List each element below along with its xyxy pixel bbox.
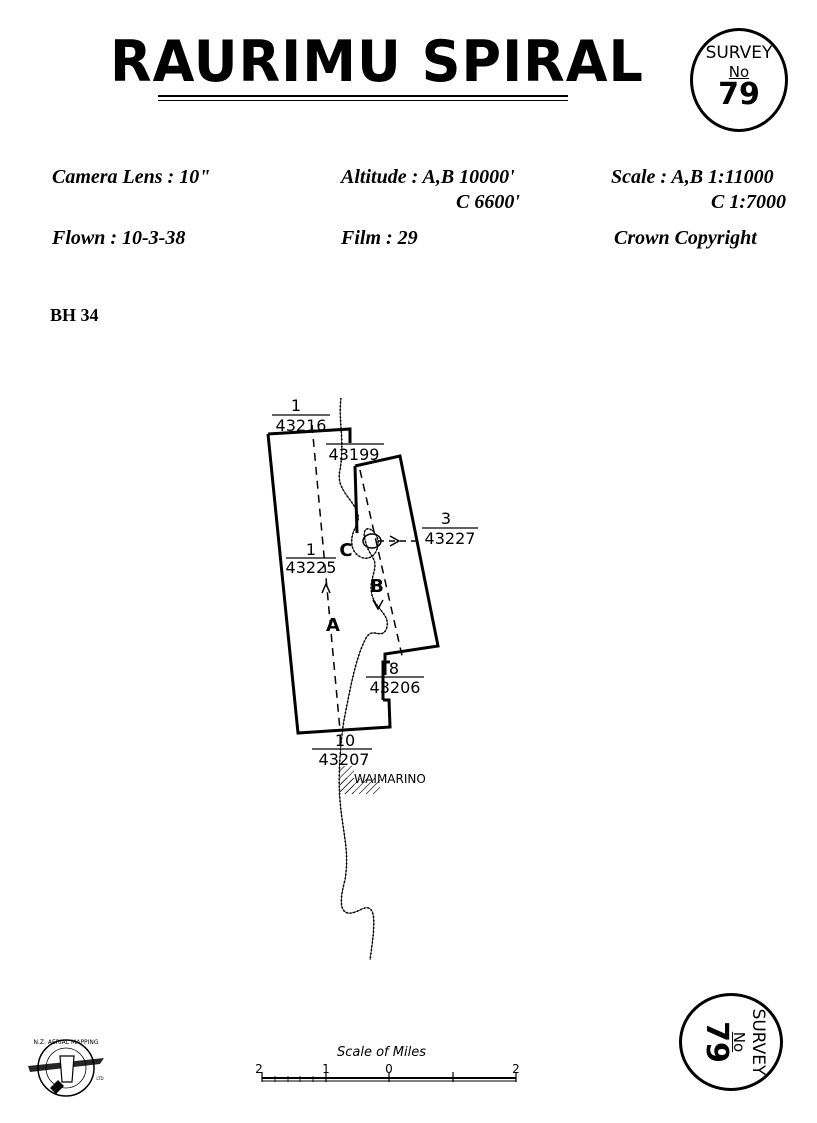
arrow-c: [389, 535, 401, 547]
scale-ab: Scale : A,B 1:11000: [611, 166, 774, 188]
badge-bottom-survey-label: SURVEY: [748, 1008, 768, 1076]
flight-line-a: [311, 424, 341, 731]
film-number: Film : 29: [341, 227, 418, 249]
left-photo-num: 1: [306, 540, 316, 559]
title-underline: [158, 95, 568, 97]
survey-badge-top: SURVEY No 79: [690, 28, 788, 132]
badge-bottom-number: 79: [699, 1021, 734, 1063]
run-c-label: C: [339, 540, 352, 561]
mid-photo-num: 8: [389, 659, 399, 678]
town-label: WAIMARINO: [354, 772, 426, 786]
flight-line-b: [359, 469, 404, 661]
left-photo-ref: 43225: [286, 558, 337, 577]
bottom-photo-num: 10: [335, 731, 355, 750]
spiral-loop: [362, 533, 382, 549]
coverage-outline-a-left: [266, 433, 392, 735]
flown-date: Flown : 10-3-38: [52, 227, 186, 249]
coverage-outline-b: [354, 454, 440, 675]
right-photo-num: 3: [441, 509, 451, 528]
altitude-ab: Altitude : A,B 10000': [341, 166, 515, 188]
ref-43199: 43199: [329, 445, 380, 464]
badge-number: 79: [718, 77, 760, 112]
scale-tick-1: 1: [322, 1062, 330, 1076]
badge-no-label: No: [728, 63, 750, 81]
scale-c: C 1:7000: [711, 191, 786, 213]
altitude-c: C 6600': [456, 191, 520, 213]
bottom-photo-ref: 43207: [319, 750, 370, 769]
svg-text:N.Z. AERIAL MAPPING: N.Z. AERIAL MAPPING: [34, 1039, 99, 1046]
top-photo-num: 1: [291, 396, 301, 415]
nz-aerial-mapping-logo: N.Z. AERIAL MAPPING LTD: [28, 1039, 104, 1097]
run-a-label: A: [326, 615, 340, 636]
title-underline-thin: [158, 100, 568, 101]
sheet-code: BH 34: [50, 305, 99, 325]
scale-of-miles-label: Scale of Miles: [337, 1045, 426, 1060]
arrow-a: [321, 582, 331, 594]
top-photo-ref: 43216: [276, 416, 327, 435]
svg-text:LTD: LTD: [96, 1076, 103, 1081]
mid-photo-ref: 43206: [370, 678, 421, 697]
badge-survey-label: SURVEY: [705, 43, 773, 63]
camera-lens: Camera Lens : 10": [52, 166, 211, 188]
scale-bar: [261, 1072, 517, 1082]
map-title: RAURIMU SPIRAL: [110, 28, 644, 95]
scale-tick-2-left: 2: [255, 1062, 263, 1076]
crown-copyright: Crown Copyright: [614, 227, 757, 249]
scale-tick-0: 0: [385, 1062, 393, 1076]
run-b-label: B: [370, 576, 384, 597]
scale-tick-2-right: 2: [512, 1062, 520, 1076]
coverage-outline-a: [267, 427, 352, 443]
survey-badge-bottom: SURVEY No 79: [679, 993, 783, 1091]
right-photo-ref: 43227: [425, 529, 476, 548]
